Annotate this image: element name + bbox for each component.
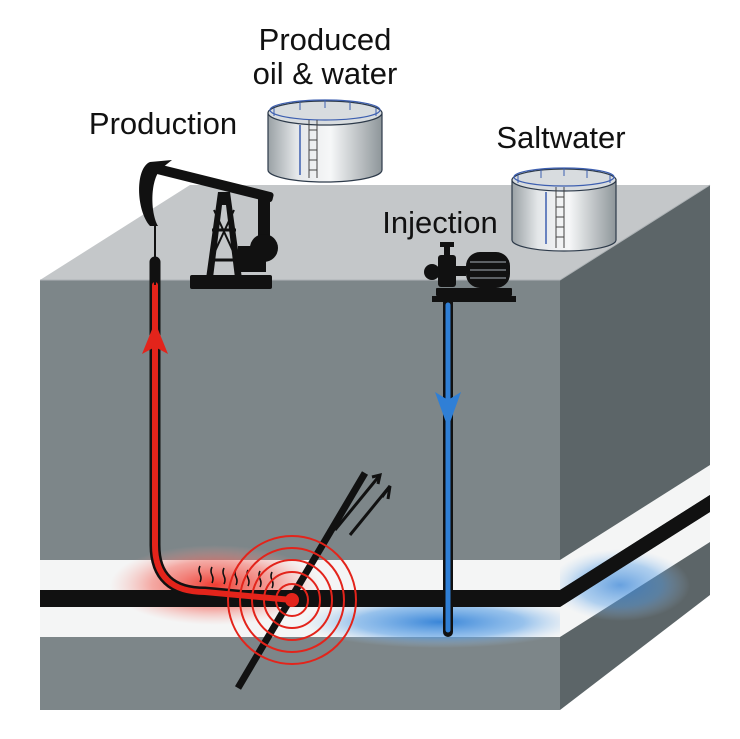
injection-pump-icon xyxy=(424,242,516,302)
pumpjack-icon xyxy=(139,160,278,289)
injection-well xyxy=(435,295,461,637)
fault-slip-arrows-icon xyxy=(333,472,392,536)
earthquake-hypocenter xyxy=(285,593,299,607)
injection-label: Injection xyxy=(382,205,497,240)
fault-line xyxy=(234,471,369,690)
production-label: Production xyxy=(89,106,237,141)
earth-block xyxy=(40,184,711,710)
produced-label-line2: oil & water xyxy=(253,56,398,91)
up-arrow-icon xyxy=(142,322,168,354)
storage-tank-icon xyxy=(267,99,383,183)
production-well xyxy=(142,225,298,606)
blue-fluid-zone xyxy=(300,596,560,648)
storage-tank-icon xyxy=(511,167,617,252)
saltwater-label: Saltwater xyxy=(496,120,625,155)
seismic-waves-icon xyxy=(227,535,357,665)
produced-label-line1: Produced xyxy=(259,22,392,57)
down-arrow-icon xyxy=(435,392,461,428)
